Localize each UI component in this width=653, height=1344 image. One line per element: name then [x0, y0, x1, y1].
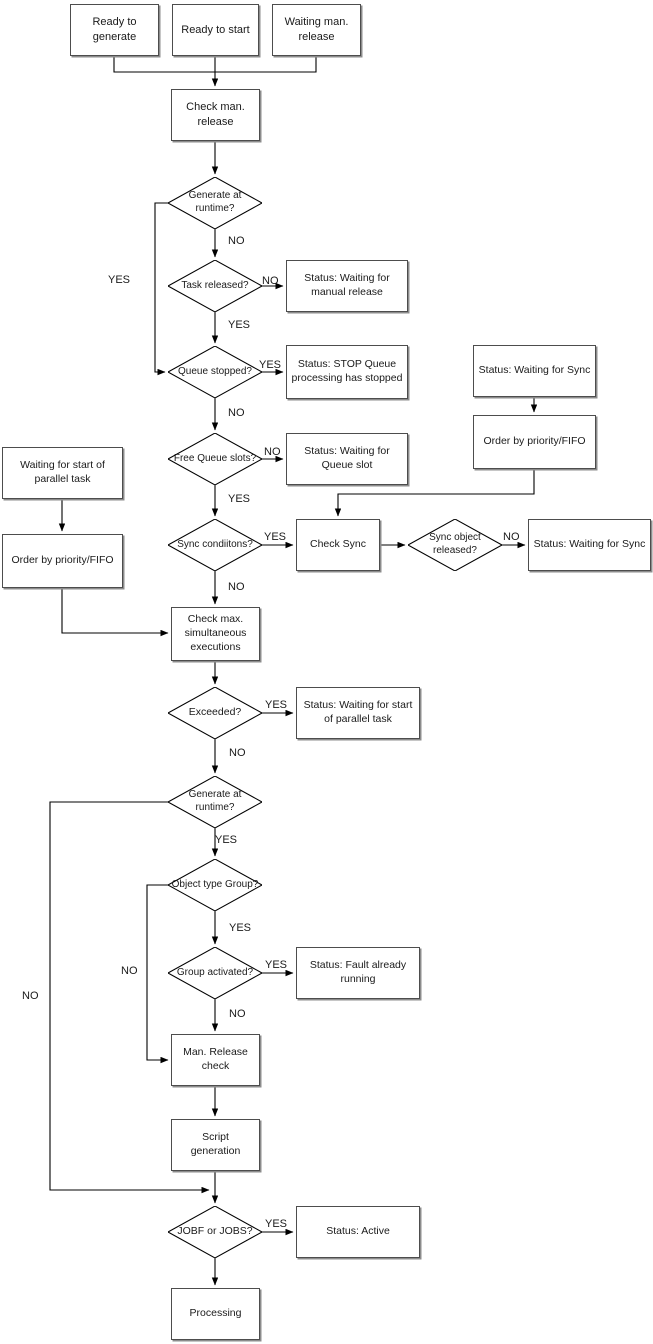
node-waiting-man-release: Waiting man. release	[272, 4, 361, 56]
node-check-man-release: Check man. release	[171, 89, 260, 141]
node-label: Exceeded?	[188, 706, 242, 719]
edge-label-lbl-free-no: NO	[264, 446, 281, 458]
node-label: Free Queue slots?	[173, 452, 257, 464]
node-label: Ready to generate	[92, 16, 137, 43]
node-status-waiting-sync-r: Status: Waiting for Sync	[528, 519, 651, 571]
node-ready-to-start: Ready to start	[172, 4, 259, 56]
node-label: Status: Active	[326, 1225, 390, 1238]
diamond-outline	[168, 1206, 262, 1258]
node-status-active: Status: Active	[296, 1206, 420, 1258]
node-label: Status: Waiting for manual release	[304, 272, 390, 298]
node-label: Check Sync	[309, 538, 367, 551]
node-label: Generate at runtime?	[188, 190, 242, 214]
node-check-sync: Check Sync	[296, 519, 380, 571]
node-label: Status: Waiting for Queue slot	[304, 445, 390, 471]
node-man-release-check: Man. Release check	[171, 1034, 260, 1086]
node-ready-to-generate: Ready to generate	[70, 4, 159, 56]
diamond-outline	[168, 776, 262, 828]
node-label: Order by priority/FIFO	[483, 435, 586, 448]
node-free-queue-slots: Free Queue slots?	[168, 433, 262, 485]
node-jobf-or-jobs: JOBF or JOBS?	[168, 1206, 262, 1258]
node-label: Status: Waiting for start of parallel ta…	[303, 699, 413, 725]
node-label: Queue stopped?	[178, 365, 252, 377]
node-sync-object-released: Sync object released?	[408, 519, 502, 571]
node-group-activated: Group activated?	[168, 947, 262, 999]
diamond-outline	[168, 260, 262, 312]
edge-label-lbl-queue-no: NO	[228, 407, 245, 419]
diamond-outline	[168, 947, 262, 999]
edge-label-lbl-task-yes: YES	[228, 319, 251, 331]
edge-label-lbl-gen2-yes: YES	[215, 834, 238, 846]
diamond-outline	[408, 519, 502, 571]
node-label: Script generation	[190, 1131, 241, 1157]
node-status-fault-running: Status: Fault already running	[296, 947, 420, 999]
node-processing: Processing	[171, 1288, 260, 1340]
node-order-by-priority-left: Order by priority/FIFO	[2, 534, 123, 588]
edge-label-lbl-sync-yes: YES	[264, 531, 287, 543]
diamond-outline	[168, 346, 262, 398]
edge-label-lbl-grpact-yes: YES	[265, 959, 288, 971]
node-label: Check max. simultaneous executions	[184, 613, 247, 653]
node-label: Waiting man. release	[284, 16, 349, 43]
node-label: Ready to start	[181, 23, 250, 36]
edge-label-lbl-task-no: NO	[262, 275, 279, 287]
node-label: Status: STOP Queue processing has stoppe…	[291, 358, 403, 384]
edge-label-lbl-gen1-no: NO	[228, 235, 245, 247]
edge-label-lbl-gen1-yes: YES	[108, 274, 131, 286]
edge-label-lbl-sync-no: NO	[228, 581, 245, 593]
edge-label-lbl-exceeded-no: NO	[229, 747, 246, 759]
edge-label-lbl-syncobj-no: NO	[503, 531, 520, 543]
node-label: Object type Group?	[171, 878, 259, 890]
edge-label-lbl-queue-yes: YES	[259, 359, 282, 371]
edge-label-lbl-free-yes: YES	[228, 493, 251, 505]
node-label: Check man. release	[186, 101, 245, 128]
diamond-outline	[168, 859, 262, 911]
edge-label-lbl-grpact-no: NO	[229, 1008, 246, 1020]
node-label: Man. Release check	[183, 1046, 248, 1072]
edge-label-lbl-gen2-no: NO	[22, 990, 39, 1002]
node-waiting-start-parallel: Waiting for start of parallel task	[2, 447, 123, 499]
edge-label-lbl-objgrp-yes: YES	[229, 922, 252, 934]
diamond-outline	[168, 519, 262, 571]
node-label: Sync condiitons?	[177, 538, 253, 550]
node-generate-at-runtime-2: Generate at runtime?	[168, 776, 262, 828]
node-object-type-group: Object type Group?	[168, 859, 262, 911]
node-status-waiting-queue: Status: Waiting for Queue slot	[286, 433, 408, 485]
node-label: Group activated?	[176, 966, 254, 978]
node-label: Waiting for start of parallel task	[20, 459, 105, 485]
node-order-by-priority-right: Order by priority/FIFO	[473, 415, 596, 469]
node-label: Processing	[189, 1307, 242, 1320]
node-status-waiting-sync-top: Status: Waiting for Sync	[473, 345, 596, 397]
node-task-released: Task released?	[168, 260, 262, 312]
node-label: JOBF or JOBS?	[177, 1225, 253, 1238]
node-label: Status: Waiting for Sync	[533, 538, 646, 551]
node-queue-stopped: Queue stopped?	[168, 346, 262, 398]
diamond-outline	[168, 433, 262, 485]
node-status-waiting-parallel: Status: Waiting for start of parallel ta…	[296, 687, 420, 739]
edge-label-lbl-objgrp-no: NO	[121, 965, 138, 977]
edge-label-lbl-exceeded-yes: YES	[265, 699, 288, 711]
node-status-waiting-manual: Status: Waiting for manual release	[286, 260, 408, 312]
node-label: Order by priority/FIFO	[11, 554, 114, 567]
node-label: Status: Waiting for Sync	[478, 364, 591, 377]
node-check-max-simultaneous: Check max. simultaneous executions	[171, 607, 260, 661]
edge-label-lbl-jobf-yes: YES	[265, 1218, 288, 1230]
node-label: Generate at runtime?	[188, 789, 242, 813]
diamond-outline	[168, 687, 262, 739]
node-sync-conditions: Sync condiitons?	[168, 519, 262, 571]
diamond-outline	[168, 177, 262, 229]
node-script-generation: Script generation	[171, 1119, 260, 1171]
node-status-stop-queue: Status: STOP Queue processing has stoppe…	[286, 345, 408, 399]
node-generate-at-runtime-1: Generate at runtime?	[168, 177, 262, 229]
node-label: Task released?	[181, 279, 249, 291]
node-label: Sync object released?	[429, 532, 481, 556]
node-exceeded: Exceeded?	[168, 687, 262, 739]
node-label: Status: Fault already running	[309, 959, 407, 985]
